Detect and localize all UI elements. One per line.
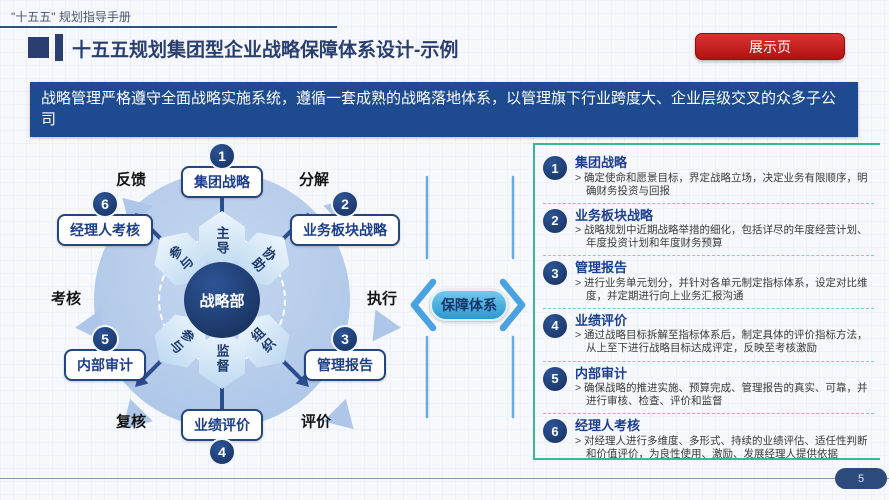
detail-item-internal-audit: 5 内部审计 > 确保战略的推进实施、预算完成、管理报告的真实、可靠，并进行审核… bbox=[543, 360, 874, 414]
details-panel: 1 集团战略 > 确定使命和愿景目标，界定战略立场，决定业务有限顺序，明确财务投… bbox=[533, 143, 880, 460]
detail-item-business-segment-strategy: 2 业务板块战略 > 战略规划中近期战略举措的细化，包括详尽的年度经营计划、年度… bbox=[543, 202, 874, 256]
node-badge-1: 1 bbox=[208, 142, 236, 170]
cycle-arrow-tip bbox=[372, 309, 403, 344]
node-badge-5: 5 bbox=[91, 325, 119, 353]
petal-participate-upper-label: 参与 bbox=[165, 243, 197, 275]
title-square-icon bbox=[28, 37, 49, 58]
detail-badge-6: 6 bbox=[543, 419, 567, 444]
detail-badge-1: 1 bbox=[543, 156, 567, 180]
detail-desc: > 战略规划中近期战略举措的细化，包括详尽的年度经营计划、年度投资计划和年度财务… bbox=[575, 224, 868, 250]
title-bar-icon bbox=[55, 34, 63, 61]
detail-title: 经理人考核 bbox=[575, 418, 641, 434]
node-badge-2: 2 bbox=[331, 190, 359, 218]
node-management-report: 管理报告 bbox=[304, 349, 386, 381]
show-page-button[interactable]: 展示页 bbox=[695, 33, 845, 60]
connector-column: 保障体系 bbox=[403, 143, 533, 463]
detail-badge-2: 2 bbox=[543, 208, 567, 233]
detail-title: 集团战略 bbox=[575, 155, 628, 170]
detail-title: 管理报告 bbox=[575, 260, 628, 276]
node-group-strategy: 集团战略 bbox=[181, 166, 263, 198]
title-row: 十五五规划集团型企业战略保障体系设计-示例 展示页 bbox=[0, 33, 889, 63]
detail-badge-5: 5 bbox=[543, 366, 567, 391]
cycle-label-evaluate: 评价 bbox=[300, 413, 332, 431]
footer-divider bbox=[0, 478, 889, 479]
detail-desc: > 通过战略目标拆解至指标体系后，制定具体的评价指标方法，从上至下进行战略目标达… bbox=[575, 329, 868, 355]
assurance-system-pill: 保障体系 bbox=[430, 289, 508, 321]
node-badge-6: 6 bbox=[91, 190, 119, 218]
detail-item-performance-evaluation: 4 业绩评价 > 通过战略目标拆解至指标体系后，制定具体的评价指标方法，从上至下… bbox=[543, 307, 874, 361]
cycle-label-feedback: 反馈 bbox=[115, 171, 147, 189]
cycle-label-execute: 执行 bbox=[366, 290, 398, 308]
cycle-label-decompose: 分解 bbox=[298, 171, 330, 189]
petal-participate-lower-label: 参与 bbox=[165, 325, 197, 357]
detail-desc: > 确保战略的推进实施、预算完成、管理报告的真实、可靠，并进行审核、检查、评价和… bbox=[575, 382, 868, 408]
cycle-label-assess: 考核 bbox=[50, 290, 82, 308]
node-badge-4: 4 bbox=[208, 438, 236, 466]
page-number-badge: 5 bbox=[835, 468, 887, 489]
node-badge-3: 3 bbox=[331, 325, 359, 353]
detail-item-group-strategy: 1 集团战略 > 确定使命和愿景目标，界定战略立场，决定业务有限顺序，明确财务投… bbox=[543, 151, 874, 203]
strategy-dept-hub: 战略部 bbox=[184, 262, 260, 338]
node-manager-assessment: 经理人考核 bbox=[57, 214, 153, 246]
detail-title: 内部审计 bbox=[575, 365, 628, 381]
eyebrow-underline bbox=[0, 26, 337, 28]
summary-banner: 战略管理严格遵守全面战略实施系统，遵循一套成熟的战略落地体系，以管理旗下行业跨度… bbox=[30, 82, 858, 137]
petal-assist-label: 协助 bbox=[247, 243, 279, 275]
detail-desc: > 确定使命和愿景目标，界定战略立场，决定业务有限顺序，明确财务投资与回报 bbox=[575, 171, 868, 197]
petal-supervise-label: 监督 bbox=[214, 344, 230, 374]
document-eyebrow: "十五五" 规划指导手册 bbox=[11, 10, 131, 24]
node-performance-evaluation: 业绩评价 bbox=[181, 409, 263, 441]
detail-title: 业务板块战略 bbox=[575, 207, 654, 223]
node-business-segment-strategy: 业务板块战略 bbox=[290, 214, 400, 246]
connector-lines bbox=[410, 175, 526, 419]
detail-desc: > 进行业务单元划分，并针对各单元制定指标体系，设定对比维度，并定期进行向上业务… bbox=[575, 276, 868, 302]
page-title: 十五五规划集团型企业战略保障体系设计-示例 bbox=[72, 40, 459, 61]
detail-item-manager-assessment: 6 经理人考核 > 对经理人进行多维度、多形式、持续的业绩评估、适任性判断和价值… bbox=[543, 413, 874, 460]
detail-badge-4: 4 bbox=[543, 313, 567, 338]
node-internal-audit: 内部审计 bbox=[64, 349, 146, 381]
chevron-right-icon bbox=[499, 278, 526, 332]
detail-title: 业绩评价 bbox=[575, 312, 628, 328]
cycle-label-review: 复核 bbox=[115, 413, 147, 431]
detail-item-management-report: 3 管理报告 > 进行业务单元划分，并针对各单元制定指标体系，设定对比维度，并定… bbox=[543, 255, 874, 308]
petal-organize-label: 组织 bbox=[247, 325, 279, 357]
detail-desc: > 对经理人进行多维度、多形式、持续的业绩评估、适任性判断和价值评价，为良性使用… bbox=[575, 434, 868, 460]
strategy-cycle-diagram: 主导 协助 组织 监督 参与 参与 战略部 集团战略 业务板块战略 管理报告 业… bbox=[30, 140, 420, 475]
detail-badge-3: 3 bbox=[543, 261, 567, 286]
petal-lead-label: 主导 bbox=[214, 226, 230, 256]
chevron-left-icon bbox=[410, 278, 437, 332]
